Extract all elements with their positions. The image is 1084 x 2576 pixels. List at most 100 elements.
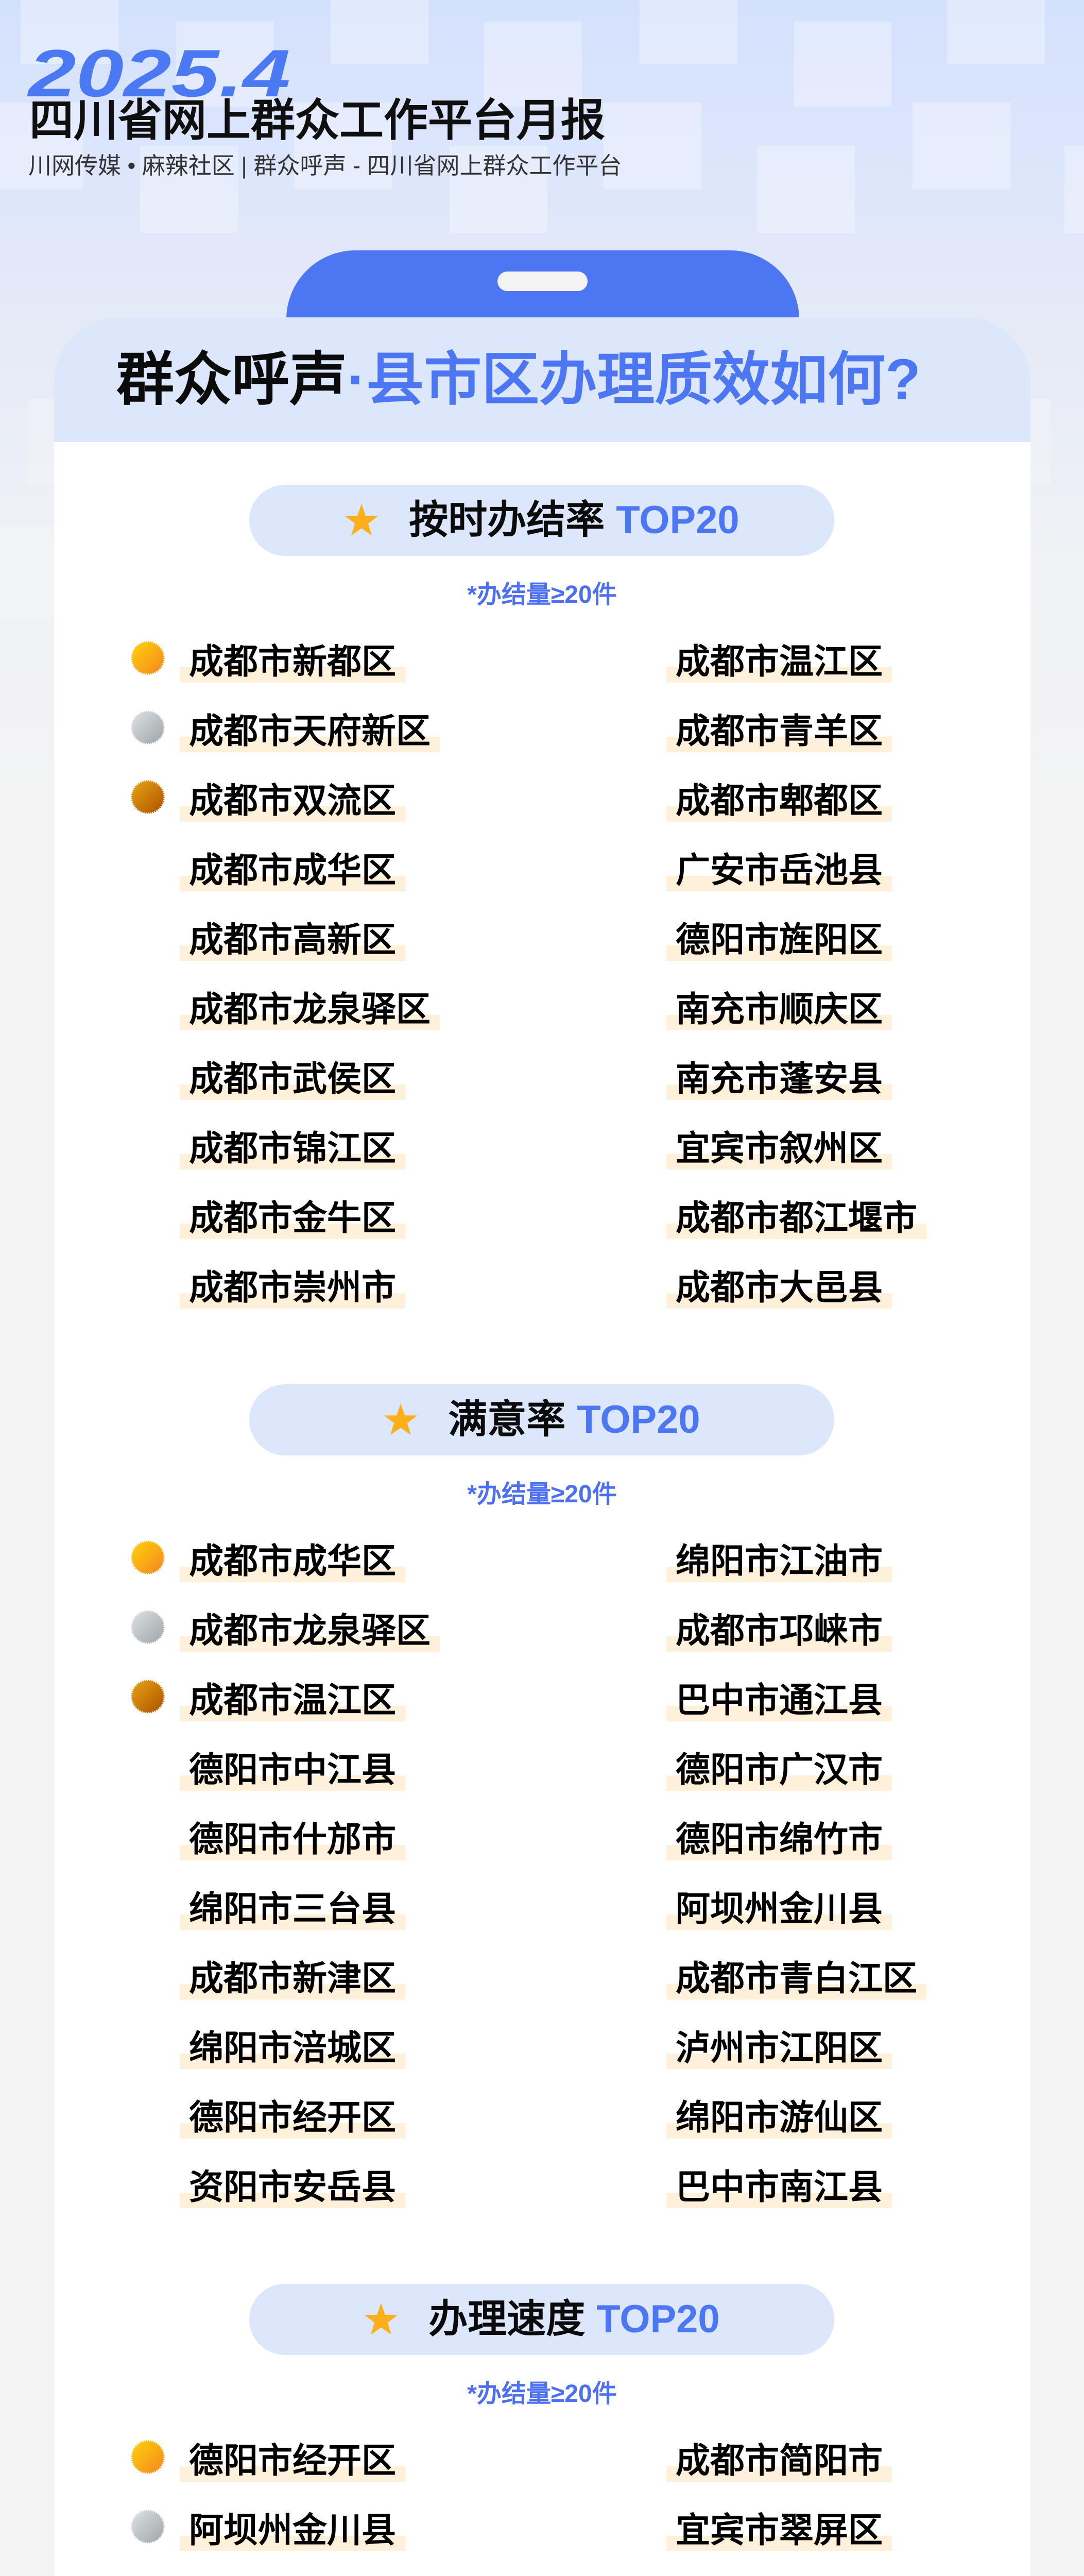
district-rank-1: 成都市新都区: [180, 642, 405, 683]
tab-handle: [497, 272, 588, 291]
district-rank-13: 成都市郫都区: [666, 782, 892, 822]
district-rank-18: 宜宾市叙州区: [666, 1129, 892, 1170]
district-rank-7: 成都市新津区: [180, 1959, 405, 1999]
section-note: *办结量≥20件: [467, 581, 617, 608]
district-rank-4: 成都市成华区: [180, 851, 405, 891]
section-title: 满意率: [448, 1398, 566, 1442]
report-subtitle: 川网传媒 • 麻辣社区 | 群众呼声 - 四川省网上群众工作平台: [28, 152, 622, 179]
background-pattern-tile: [484, 22, 582, 107]
ranking-row: 成都市高新区 德阳市旌阳区: [0, 921, 1084, 961]
section-note: *办结量≥20件: [467, 2380, 617, 2408]
background-pattern-tile: [1064, 146, 1084, 233]
silver-medal-icon: [131, 710, 165, 744]
district-rank-11: 成都市温江区: [666, 642, 892, 683]
district-rank-20: 成都市大邑县: [666, 1268, 892, 1309]
ranking-row: 成都市金牛区成都市都江堰市: [0, 1199, 1084, 1239]
ranking-row: 成都市双流区成都市郫都区: [0, 780, 1084, 822]
background-pattern-tile: [794, 22, 891, 107]
background-pattern-tile: [947, 0, 1045, 64]
background-pattern-tile: [757, 146, 855, 233]
district-rank-7: 成都市武侯区: [180, 1060, 405, 1100]
district-rank-12: 成都市邛崃市: [666, 1612, 892, 1652]
district-rank-17: 南充市蓬安县: [666, 1060, 892, 1100]
ranking-row: 德阳市经开区 绵阳市游仙区: [0, 2098, 1084, 2139]
ranking-row: 德阳市中江县德阳市广汉市: [0, 1751, 1084, 1791]
section-title: 办理速度: [428, 2297, 586, 2341]
report-date: 2025.4: [28, 36, 290, 111]
district-rank-19: 绵阳市游仙区: [666, 2098, 892, 2139]
background-pattern-tile: [450, 146, 547, 233]
district-rank-16: 阿坝州金川县: [666, 1890, 892, 1930]
district-rank-19: 成都市都江堰市: [666, 1199, 926, 1239]
background-pattern-tile: [294, 103, 392, 189]
district-rank-6: 绵阳市三台县: [180, 1890, 405, 1930]
district-rank-6: 成都市龙泉驿区: [180, 990, 440, 1030]
section-badge: TOP20: [596, 2297, 720, 2341]
background-pattern-tile: [0, 524, 54, 617]
district-rank-18: 泸州市江阳区: [666, 2029, 892, 2069]
district-rank-16: 南充市顺庆区: [666, 990, 892, 1030]
section-badge: TOP20: [616, 498, 739, 542]
bronze-medal-icon: [131, 780, 165, 814]
background-pattern-tile: [604, 103, 701, 189]
district-rank-1: 成都市成华区: [180, 1542, 405, 1582]
background-pattern-tile: [0, 103, 83, 189]
card-header: 群众呼声 ·县市区办理质效如何?: [54, 317, 1030, 442]
heading-question: ·县市区办理质效如何?: [347, 347, 921, 412]
background-pattern-tile: [176, 22, 274, 107]
district-rank-11: 绵阳市江油市: [666, 1542, 892, 1582]
district-rank-9: 德阳市经开区: [180, 2098, 405, 2139]
heading-topic: 群众呼声: [116, 347, 347, 412]
star-icon: [364, 2303, 398, 2335]
district-rank-12: 成都市青羊区: [666, 712, 892, 752]
district-rank-3: 成都市温江区: [180, 1681, 405, 1721]
bronze-medal-icon: [131, 1680, 165, 1714]
background-pattern-tile: [1030, 398, 1051, 485]
district-rank-2: 成都市天府新区: [180, 712, 440, 752]
district-rank-5: 成都市高新区: [180, 921, 405, 961]
district-rank-20: 巴中市南江县: [666, 2168, 892, 2208]
district-rank-5: 德阳市什邡市: [180, 1820, 405, 1860]
district-rank-1: 德阳市经开区: [180, 2442, 405, 2482]
ranking-row: 成都市天府新区 成都市青羊区: [0, 710, 1084, 752]
ranking-row: 成都市新都区 成都市温江区: [0, 641, 1084, 683]
star-icon: [384, 1403, 418, 1435]
section-badge: TOP20: [577, 1398, 700, 1442]
district-rank-2: 阿坝州金川县: [180, 2511, 405, 2551]
district-rank-12: 宜宾市翠屏区: [666, 2511, 892, 2551]
background-pattern-tile: [331, 0, 428, 64]
section-title: 按时办结率: [409, 498, 605, 542]
ranking-row: 成都市龙泉驿区 成都市邛崃市: [0, 1610, 1084, 1652]
district-rank-15: 德阳市旌阳区: [666, 921, 892, 961]
section-note: *办结量≥20件: [467, 1481, 617, 1508]
star-icon: [345, 504, 378, 536]
gold-medal-icon: [131, 2440, 165, 2474]
report-title: 四川省网上群众工作平台月报: [29, 96, 605, 145]
district-rank-8: 绵阳市涪城区: [180, 2029, 405, 2069]
silver-medal-icon: [131, 1610, 165, 1644]
background-pattern-tile: [140, 146, 238, 233]
background-pattern-tile: [640, 0, 737, 64]
gold-medal-icon: [131, 1540, 165, 1574]
ranking-row: 阿坝州金川县 宜宾市翠屏区: [0, 2510, 1084, 2551]
district-rank-11: 成都市简阳市: [666, 2442, 892, 2482]
district-rank-17: 成都市青白江区: [666, 1959, 926, 1999]
ranking-row: 成都市锦江区宜宾市叙州区: [0, 1129, 1084, 1170]
ranking-row: 成都市成华区广安市岳池县: [0, 851, 1084, 891]
ranking-row: 成都市新津区 成都市青白江区: [0, 1959, 1084, 1999]
ranking-row: 成都市崇州市成都市大邑县: [0, 1268, 1084, 1309]
background-pattern-tile: [21, 0, 118, 64]
ranking-row: 成都市武侯区 南充市蓬安县: [0, 1060, 1084, 1100]
district-rank-10: 资阳市安岳县: [180, 2168, 405, 2208]
ranking-row: 成都市成华区 绵阳市江油市: [0, 1540, 1084, 1582]
ranking-row: 德阳市什邡市德阳市绵竹市: [0, 1820, 1084, 1860]
background-pattern-tile: [28, 398, 54, 485]
district-rank-13: 巴中市通江县: [666, 1681, 892, 1721]
district-rank-14: 德阳市广汉市: [666, 1751, 892, 1791]
district-rank-2: 成都市龙泉驿区: [180, 1612, 440, 1652]
